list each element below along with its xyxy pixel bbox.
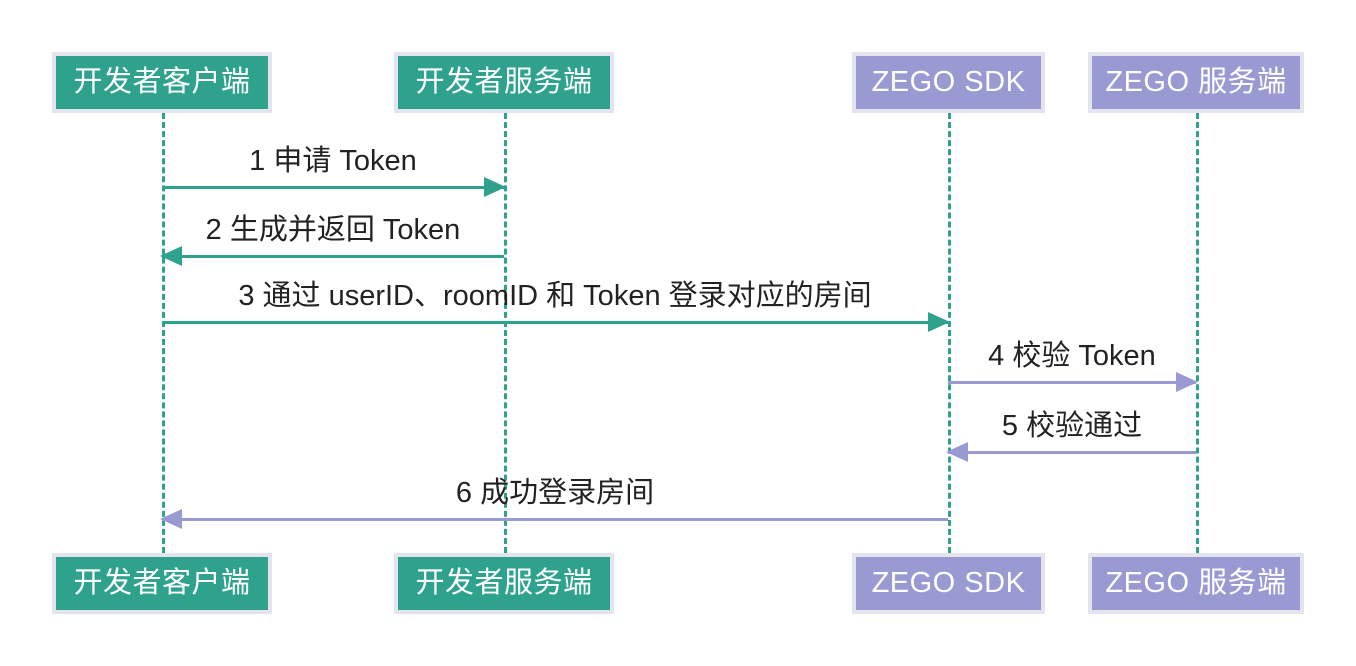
message-4-label: 4 校验 Token xyxy=(988,340,1156,373)
participant-header-zego-sdk: ZEGO SDK xyxy=(852,52,1045,113)
message-4-line xyxy=(948,381,1196,384)
arrow-right-icon xyxy=(1176,372,1198,392)
arrow-right-icon xyxy=(484,177,506,197)
participant-header-zego-server: ZEGO 服务端 xyxy=(1088,52,1304,113)
message-1-line xyxy=(162,186,504,189)
arrow-right-icon xyxy=(928,312,950,332)
message-2-line xyxy=(162,255,504,258)
message-5-label: 5 校验通过 xyxy=(1001,410,1143,443)
participant-header-dev-server: 开发者服务端 xyxy=(394,52,614,113)
message-3-label: 3 通过 userID、roomID 和 Token 登录对应的房间 xyxy=(238,280,872,313)
lifeline-zego-server xyxy=(1196,113,1199,553)
participant-footer-dev-client: 开发者客户端 xyxy=(52,553,272,614)
lifeline-zego-sdk xyxy=(948,113,951,553)
message-5-line xyxy=(948,451,1196,454)
participant-footer-dev-server: 开发者服务端 xyxy=(394,553,614,614)
lifeline-dev-server xyxy=(504,113,507,553)
lifeline-dev-client xyxy=(162,113,165,553)
arrow-left-icon xyxy=(946,442,968,462)
message-6-line xyxy=(162,518,948,521)
arrow-left-icon xyxy=(160,509,182,529)
message-1-label: 1 申请 Token xyxy=(249,145,417,178)
message-3-line xyxy=(162,321,948,324)
participant-footer-zego-sdk: ZEGO SDK xyxy=(852,553,1045,614)
participant-footer-zego-server: ZEGO 服务端 xyxy=(1088,553,1304,614)
participant-header-dev-client: 开发者客户端 xyxy=(52,52,272,113)
message-6-label: 6 成功登录房间 xyxy=(455,477,655,510)
arrow-left-icon xyxy=(160,246,182,266)
message-2-label: 2 生成并返回 Token xyxy=(205,214,461,247)
